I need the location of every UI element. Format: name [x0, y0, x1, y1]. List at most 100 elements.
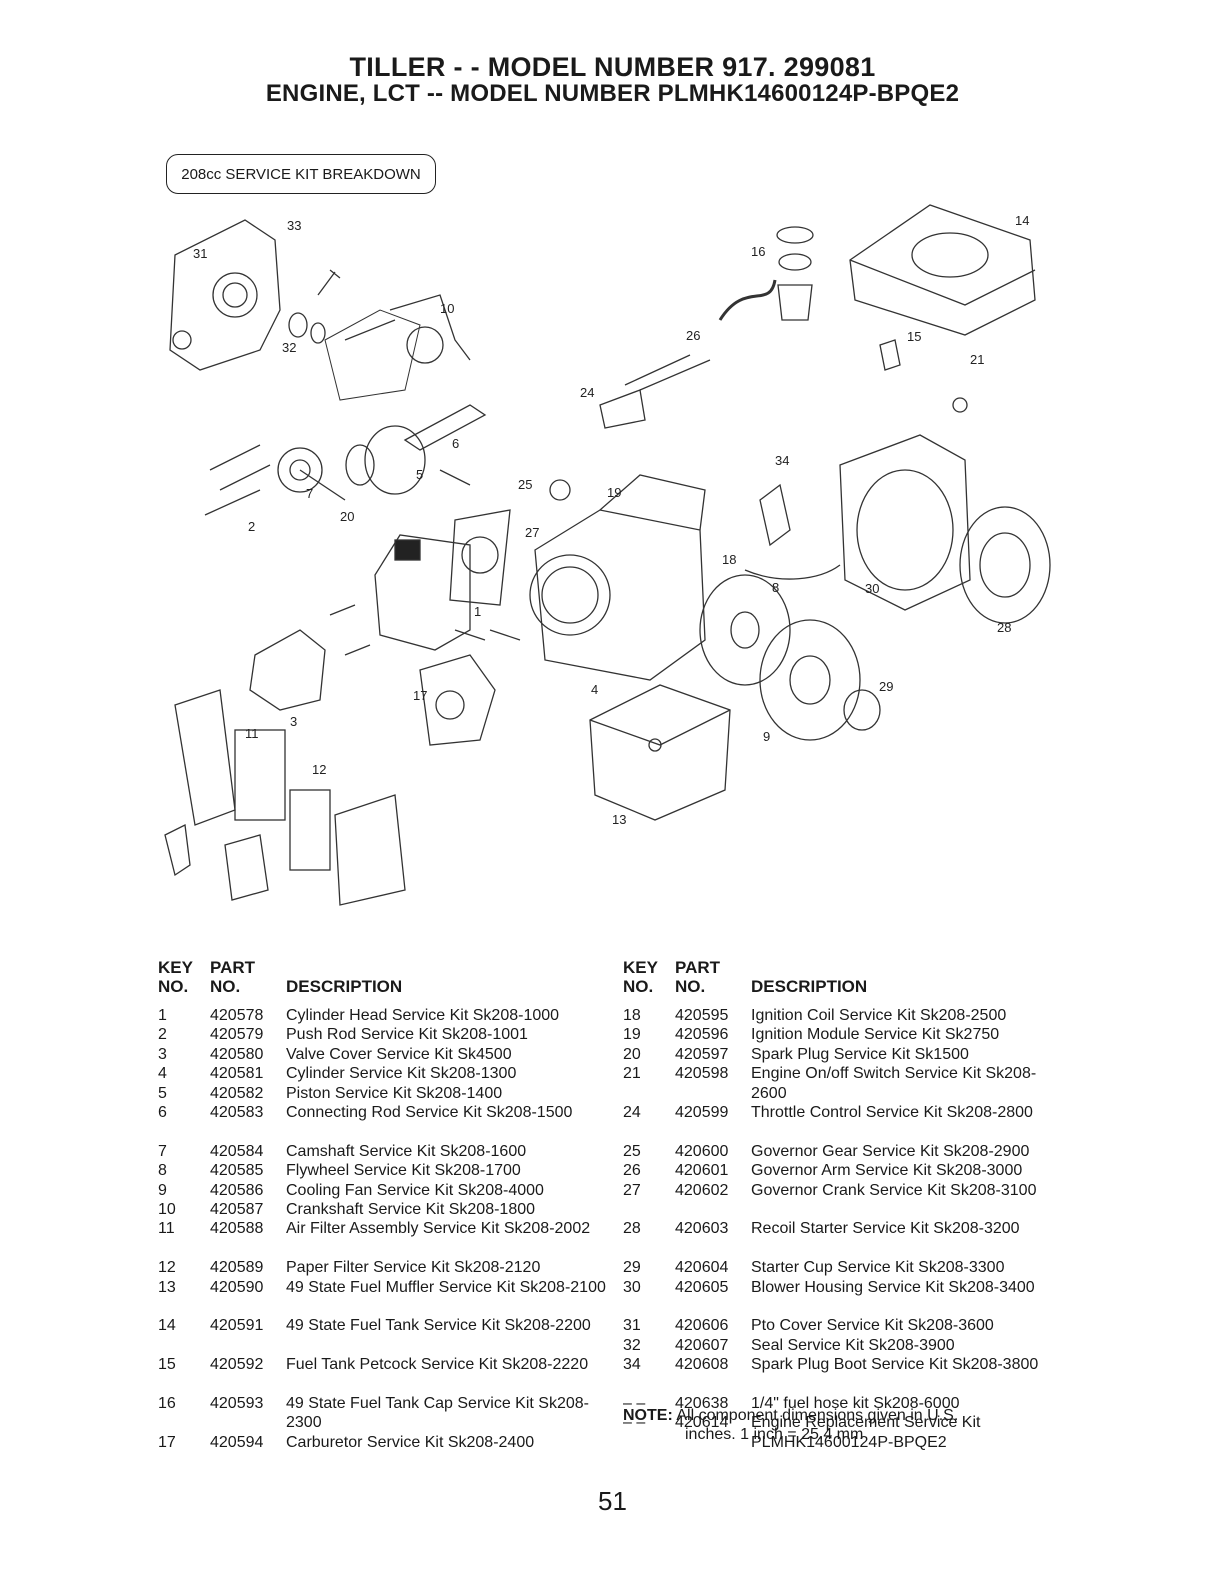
callout-label: 25 [518, 477, 532, 492]
part-header-line1: PART [675, 958, 721, 977]
part-number: 420603 [675, 1220, 729, 1238]
callout-label: 8 [772, 580, 779, 595]
muffler-part [589, 684, 731, 821]
callout-label: 13 [612, 812, 626, 827]
callout-label: 15 [907, 329, 921, 344]
exploded-parts-diagram: 33 31 10 32 16 14 26 15 21 24 6 34 5 7 2… [164, 204, 1051, 906]
part-description: Connecting Rod Service Kit Sk208-1500 [286, 1103, 573, 1121]
key-number: 19 [623, 1026, 641, 1044]
callout-label: 27 [525, 525, 539, 540]
key-number: 16 [158, 1394, 176, 1412]
part-number: 420590 [210, 1278, 264, 1296]
part-number: 420598 [675, 1065, 729, 1083]
part-description: Governor Gear Service Kit Sk208-2900 [751, 1142, 1030, 1160]
callout-label: 7 [306, 486, 313, 501]
callout-label: 14 [1015, 213, 1029, 228]
part-description: Starter Cup Service Kit Sk208-3300 [751, 1259, 1005, 1277]
part-number: 420580 [210, 1045, 264, 1063]
callout-label: 4 [591, 682, 598, 697]
callout-label: 24 [580, 385, 594, 400]
part-description: Engine Replacement Service Kit PLMHK1460… [751, 1414, 981, 1451]
part-number: 420607 [675, 1336, 729, 1354]
callout-label: 31 [193, 246, 207, 261]
description-header: DESCRIPTION [751, 977, 868, 996]
cylinder-head-part [374, 534, 471, 651]
part-number: 420583 [210, 1103, 264, 1121]
part-number: 420601 [675, 1162, 729, 1180]
key-number: 5 [158, 1084, 167, 1102]
blower-housing-part [839, 434, 971, 611]
callout-label: 21 [970, 352, 984, 367]
part-number: 420608 [675, 1356, 729, 1374]
key-number: 8 [158, 1162, 167, 1180]
cooling-fan-part [759, 619, 861, 741]
part-description: Fuel Tank Petcock Service Kit Sk208-2220 [286, 1356, 589, 1374]
part-number: 420584 [210, 1142, 264, 1160]
key-number: 30 [623, 1278, 641, 1296]
part-description: Cylinder Head Service Kit Sk208-1000 [286, 1007, 560, 1024]
note-text-line1: All component dimensions given in U.S. [676, 1407, 959, 1424]
part-description: Governor Arm Service Kit Sk208-3000 [751, 1162, 1023, 1180]
part-description: Throttle Control Service Kit Sk208-2800 [751, 1103, 1033, 1121]
note-text-line2: inches. 1 inch = 25.4 mm [685, 1426, 864, 1443]
part-description: Camshaft Service Kit Sk208-1600 [286, 1142, 527, 1160]
key-number: 18 [623, 1007, 641, 1024]
callout-label: 28 [997, 620, 1011, 635]
key-number: 3 [158, 1045, 167, 1063]
part-description: Pto Cover Service Kit Sk208-3600 [751, 1317, 994, 1335]
part-description: Paper Filter Service Kit Sk208-2120 [286, 1259, 541, 1277]
key-number: 4 [158, 1065, 167, 1083]
part-number: 420600 [675, 1142, 729, 1160]
part-description: Blower Housing Service Kit Sk208-3400 [751, 1278, 1035, 1296]
callout-label: 34 [775, 453, 789, 468]
recoil-starter-part [959, 506, 1051, 624]
part-header-line2: NO. [675, 977, 706, 996]
callout-label: 26 [686, 328, 700, 343]
part-description: Governor Crank Service Kit Sk208-3100 [751, 1181, 1037, 1199]
fuel-tank-part [849, 204, 1036, 336]
key-header-line1: KEY [623, 958, 658, 977]
key-header-line2: NO. [158, 977, 189, 996]
callout-label: 5 [416, 467, 423, 482]
kit-label-box: 208cc SERVICE KIT BREAKDOWN [166, 154, 436, 194]
key-number: 20 [623, 1045, 641, 1063]
part-number: 420591 [210, 1317, 264, 1335]
part-number: 420578 [210, 1007, 264, 1024]
callout-label: 32 [282, 340, 296, 355]
callout-label: 6 [452, 436, 459, 451]
part-number: 420592 [210, 1356, 264, 1374]
part-number: 420581 [210, 1065, 264, 1083]
callout-label: 3 [290, 714, 297, 729]
callout-label: 1 [474, 604, 481, 619]
callout-label: 29 [879, 679, 893, 694]
key-number: 15 [158, 1356, 176, 1374]
callout-label: 17 [413, 688, 427, 703]
part-number: 420589 [210, 1259, 264, 1277]
part-description: Crankshaft Service Kit Sk208-1800 [286, 1200, 536, 1218]
part-number: 420599 [675, 1103, 729, 1121]
part-description: Seal Service Kit Sk208-3900 [751, 1336, 955, 1354]
key-number: 25 [623, 1142, 641, 1160]
key-number: 28 [623, 1220, 641, 1238]
cylinder-block-part [529, 474, 706, 681]
part-number: 420595 [675, 1007, 729, 1024]
part-number: 420588 [210, 1220, 264, 1238]
callout-label: 9 [763, 729, 770, 744]
